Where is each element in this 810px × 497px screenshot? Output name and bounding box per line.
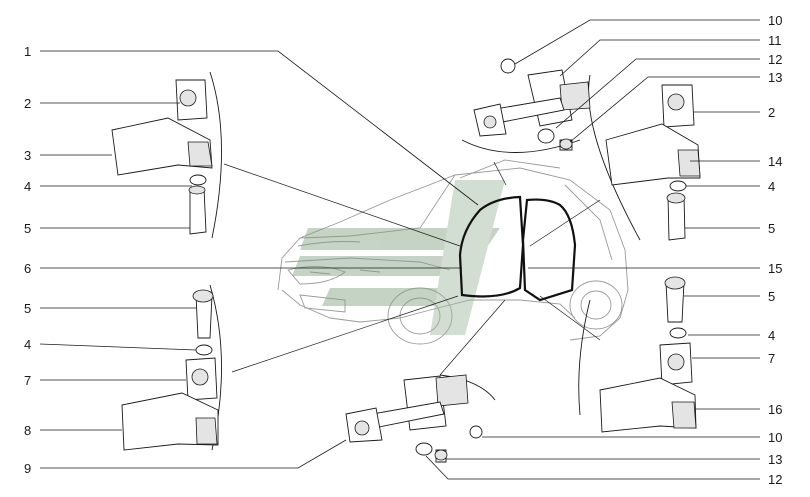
callout-3: 3 bbox=[24, 148, 31, 163]
callout-14: 14 bbox=[768, 154, 782, 169]
callout-12-top: 12 bbox=[768, 52, 782, 67]
rear-lower-hinge-parts bbox=[599, 276, 697, 433]
callout-1: 1 bbox=[24, 44, 31, 59]
callout-13-bottom: 13 bbox=[768, 452, 782, 467]
car-body bbox=[277, 159, 629, 345]
callout-4-right-top: 4 bbox=[768, 179, 775, 194]
callout-8: 8 bbox=[24, 423, 31, 438]
front-door-check-strap bbox=[473, 58, 591, 151]
callout-4-left-bottom: 4 bbox=[24, 337, 31, 352]
rear-upper-hinge-parts bbox=[605, 84, 701, 241]
callout-10-bottom: 10 bbox=[768, 430, 782, 445]
callout-5-right-top: 5 bbox=[768, 221, 775, 236]
callout-5-left-bottom: 5 bbox=[24, 301, 31, 316]
callout-5-right-bottom: 5 bbox=[768, 289, 775, 304]
callout-11: 11 bbox=[768, 33, 782, 48]
callout-6: 6 bbox=[24, 261, 31, 276]
callout-2-left: 2 bbox=[24, 96, 31, 111]
callout-13-top: 13 bbox=[768, 70, 782, 85]
callout-10-top: 10 bbox=[768, 13, 782, 28]
leader-lines bbox=[39, 19, 760, 480]
callout-12-bottom: 12 bbox=[768, 472, 782, 487]
callout-2-right: 2 bbox=[768, 105, 775, 120]
callout-4-left-top: 4 bbox=[24, 179, 31, 194]
callout-labels: 1 2 3 4 5 6 5 4 7 8 9 10 11 12 13 2 14 4… bbox=[24, 13, 782, 487]
callout-5-left-top: 5 bbox=[24, 221, 31, 236]
door-seal-rear bbox=[521, 198, 577, 302]
callout-4-right-bottom: 4 bbox=[768, 328, 775, 343]
front-lower-hinge-parts bbox=[121, 289, 219, 451]
callout-7-left: 7 bbox=[24, 373, 31, 388]
callout-16: 16 bbox=[768, 402, 782, 417]
rear-door-check-strap bbox=[345, 374, 483, 463]
front-upper-hinge-parts bbox=[111, 79, 213, 235]
door-seal-front bbox=[458, 195, 525, 298]
watermark-logo bbox=[292, 180, 505, 335]
callout-9: 9 bbox=[24, 461, 31, 476]
callout-7-right: 7 bbox=[768, 351, 775, 366]
callout-15: 15 bbox=[768, 261, 782, 276]
